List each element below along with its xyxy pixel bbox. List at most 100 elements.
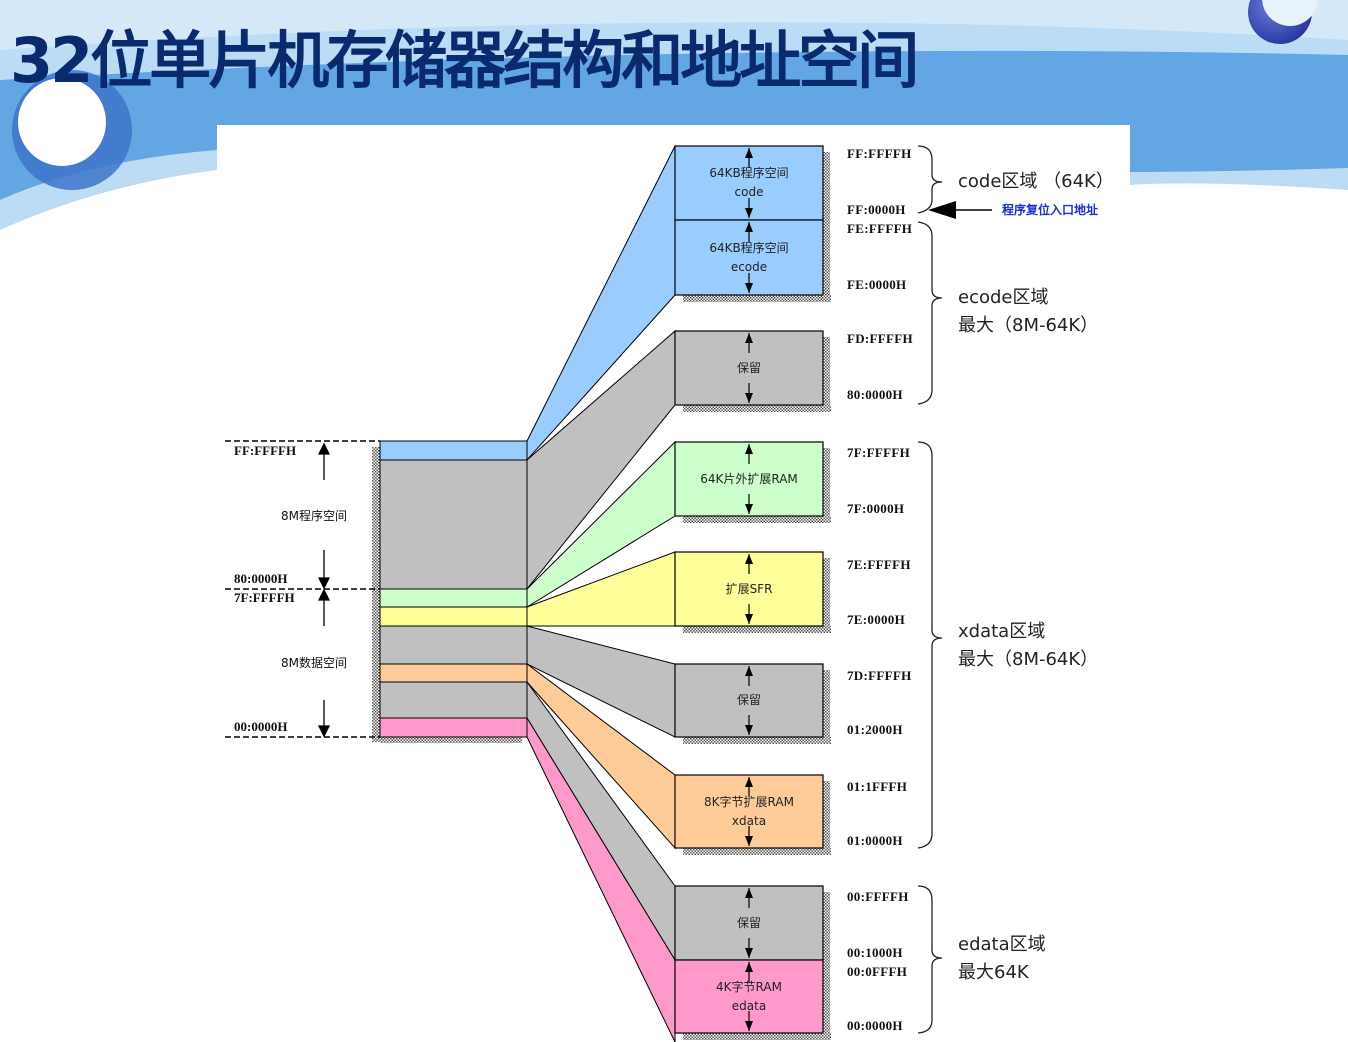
arrow-down-icon [745,1021,753,1031]
arrow-up-icon [745,888,753,898]
arrow-up-icon [745,666,753,676]
block-shadow [823,152,830,227]
block-shadow [823,670,830,744]
block-title: 64K片外扩展RAM [700,471,798,486]
fan-edata [526,716,676,1042]
address-bottom-reserved-prog: 80:0000H [847,387,903,402]
block-shadow [683,295,831,302]
brace-xdata [917,441,943,849]
region-edata-name: edata区域 [958,934,1046,955]
block-shadow [683,1033,831,1040]
block-label-ecode: 64KB程序空间 ecode [675,239,823,277]
block-label-reserved-edata: 保留 [675,914,823,933]
left-circle-decoration [18,78,106,166]
block-title: 64KB程序空间 [709,240,789,255]
overview-program-reserved [379,459,528,590]
region-ecode-name: ecode区域 [958,287,1049,308]
block-title: 8K字节扩展RAM [704,794,794,809]
reset-arrow [928,201,992,219]
overview-ext-sfr [379,606,528,627]
address-bottom-ext-sfr: 7E:0000H [847,612,906,627]
region-xdata-size: 最大（8M-64K） [958,649,1099,670]
address-top-reserved-prog: FD:FFFFH [847,331,913,346]
overview-addr-program-bottom: 80:0000H [234,571,288,586]
block-shadow [823,781,830,855]
block-shadow [823,892,830,967]
address-bottom-edata: 00:0000H [847,1018,903,1033]
arrow-up-icon [745,148,753,158]
overview-low-reserved [379,681,528,719]
overview-code [379,440,528,461]
arrow-up-icon [745,333,753,343]
overview-addr-data-top: 7F:FFFFH [234,590,295,605]
overview-dividers [225,440,380,738]
block-shadow [683,737,831,744]
address-top-reserved-data: 7D:FFFFH [847,668,912,683]
block-label-code: 64KB程序空间 code [675,164,823,202]
address-bottom-ecode: FE:0000H [847,277,907,292]
overview-bar [372,440,528,743]
block-subtitle: edata [731,998,767,1013]
brace-code [917,145,943,214]
overview-arrows [317,442,331,738]
block-shadow [823,448,830,523]
arrow-down-icon [745,393,753,403]
block-subtitle: ecode [730,259,768,274]
reset-entry-note: 程序复位入口地址 [1002,203,1099,217]
region-ecode-size: 最大（8M-64K） [958,315,1099,336]
region-edata-label: edata区域 最大64K [958,931,1046,987]
brace-ecode [917,221,943,405]
block-label-reserved-data: 保留 [675,691,823,710]
overview-xdata [379,663,528,683]
arrow-down-icon [745,614,753,624]
arrow-up-icon [745,554,753,564]
block-label-reserved-prog: 保留 [675,359,823,378]
block-shadow [683,405,831,412]
address-top-xdata: 01:1FFFH [847,779,908,794]
block-title: 保留 [736,693,761,707]
program-space-label: 8M程序空间 [281,509,347,523]
address-top-reserved-edata: 00:FFFFH [847,889,909,904]
block-label-ext-sfr: 扩展SFR [675,580,823,599]
arrow-down-icon [745,836,753,846]
address-top-code: FF:FFFFH [847,146,912,161]
overview-edata [379,717,528,738]
detail-blocks [674,145,831,1040]
reset-arrow-icon [928,201,956,219]
overview-shadow [372,447,380,742]
address-top-edata: 00:0FFFH [847,964,908,979]
region-edata-size: 最大64K [958,962,1029,983]
address-bottom-ext-ram: 7F:0000H [847,501,905,516]
overview-addr-bottom: 00:0000H [234,719,288,734]
address-bottom-xdata: 01:0000H [847,833,903,848]
region-code-label: code区域 （64K） [958,171,1114,192]
data-space-label: 8M数据空间 [281,656,347,670]
arrow-down-icon [745,504,753,514]
block-title: 保留 [736,360,761,375]
arrow-down-icon [745,283,753,293]
arrow-down-icon [745,208,753,218]
address-bottom-reserved-edata: 00:1000H [847,945,903,960]
block-shadow [683,516,831,523]
address-top-ext-sfr: 7E:FFFFH [847,557,911,572]
brace-edata [917,885,943,1034]
address-bottom-reserved-data: 01:2000H [847,722,903,737]
block-shadow [683,626,831,633]
arrow-up-icon [745,444,753,454]
block-shadow [823,558,830,633]
block-shadow [823,337,830,412]
block-shadow [823,966,830,1040]
banner-main [0,50,1348,200]
overview-addr-top: FF:FFFFH [234,443,297,458]
block-title: 64KB程序空间 [709,166,789,180]
region-xdata-name: xdata区域 [958,621,1046,642]
block-title: 保留 [736,915,761,930]
region-xdata-label: xdata区域 最大（8M-64K） [958,618,1098,674]
address-bottom-code: FF:0000H [847,202,906,217]
arrow-up-icon [745,962,753,972]
block-title: 扩展SFR [725,581,773,596]
block-subtitle: code [734,185,764,199]
address-top-ecode: FE:FFFFH [847,221,913,236]
block-shadow [823,226,830,302]
